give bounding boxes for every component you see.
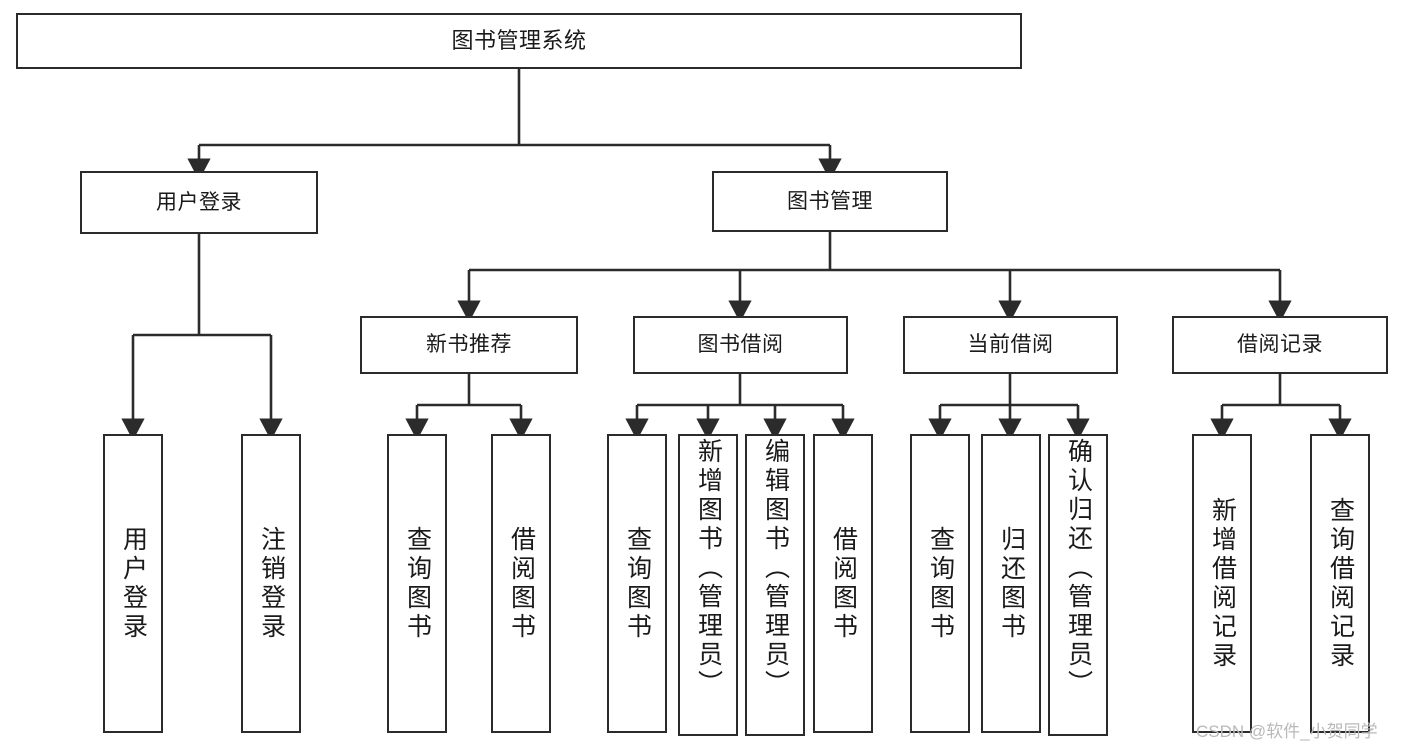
node-label: 图书借阅 [697, 333, 784, 357]
leaf-record-add-record[interactable]: 新增借阅记录 [1192, 434, 1252, 733]
node-label: 用户登录 [156, 190, 242, 214]
node-label: 用户登录 [119, 525, 148, 642]
node-label: 查询图书 [623, 525, 652, 642]
node-borrow-record[interactable]: 借阅记录 [1172, 316, 1388, 374]
leaf-current-query-book[interactable]: 查询图书 [910, 434, 970, 733]
leaf-borrow-query-book[interactable]: 查询图书 [607, 434, 667, 733]
node-label: 新增图书（管理员） [694, 438, 723, 699]
node-root-system[interactable]: 图书管理系统 [16, 13, 1022, 69]
node-label: 借阅记录 [1237, 333, 1323, 357]
leaf-borrow-borrow-book[interactable]: 借阅图书 [813, 434, 873, 733]
node-label: 当前借阅 [967, 333, 1054, 357]
node-label: 图书管理系统 [451, 27, 587, 53]
leaf-user-login-login[interactable]: 用户登录 [103, 434, 163, 733]
node-label: 归还图书 [997, 525, 1026, 642]
leaf-recommend-borrow-book[interactable]: 借阅图书 [491, 434, 551, 733]
leaf-borrow-edit-book-admin[interactable]: 编辑图书（管理员） [745, 434, 805, 736]
leaf-borrow-add-book-admin[interactable]: 新增图书（管理员） [678, 434, 738, 736]
node-book-management[interactable]: 图书管理 [712, 171, 948, 232]
node-label: 新书推荐 [426, 333, 512, 357]
leaf-recommend-query-book[interactable]: 查询图书 [387, 434, 447, 733]
node-label: 借阅图书 [829, 525, 858, 642]
node-current-borrow[interactable]: 当前借阅 [903, 316, 1118, 374]
node-user-login[interactable]: 用户登录 [80, 171, 318, 234]
node-label: 查询借阅记录 [1326, 496, 1355, 671]
leaf-current-confirm-return-admin[interactable]: 确认归还（管理员） [1048, 434, 1108, 736]
leaf-record-query-record[interactable]: 查询借阅记录 [1310, 434, 1370, 733]
node-label: 借阅图书 [507, 525, 536, 642]
node-label: 图书管理 [787, 189, 873, 213]
leaf-user-login-logout[interactable]: 注销登录 [241, 434, 301, 733]
node-label: 新增借阅记录 [1208, 496, 1237, 671]
node-label: 查询图书 [403, 525, 432, 642]
node-label: 注销登录 [257, 525, 286, 642]
node-label: 编辑图书（管理员） [761, 438, 790, 699]
node-label: 确认归还（管理员） [1064, 438, 1093, 699]
leaf-current-return-book[interactable]: 归还图书 [981, 434, 1041, 733]
node-book-borrow[interactable]: 图书借阅 [633, 316, 848, 374]
csdn-watermark: CSDN @软件_小贺同学 [1196, 722, 1378, 741]
node-label: 查询图书 [926, 525, 955, 642]
node-new-book-recommend[interactable]: 新书推荐 [360, 316, 578, 374]
